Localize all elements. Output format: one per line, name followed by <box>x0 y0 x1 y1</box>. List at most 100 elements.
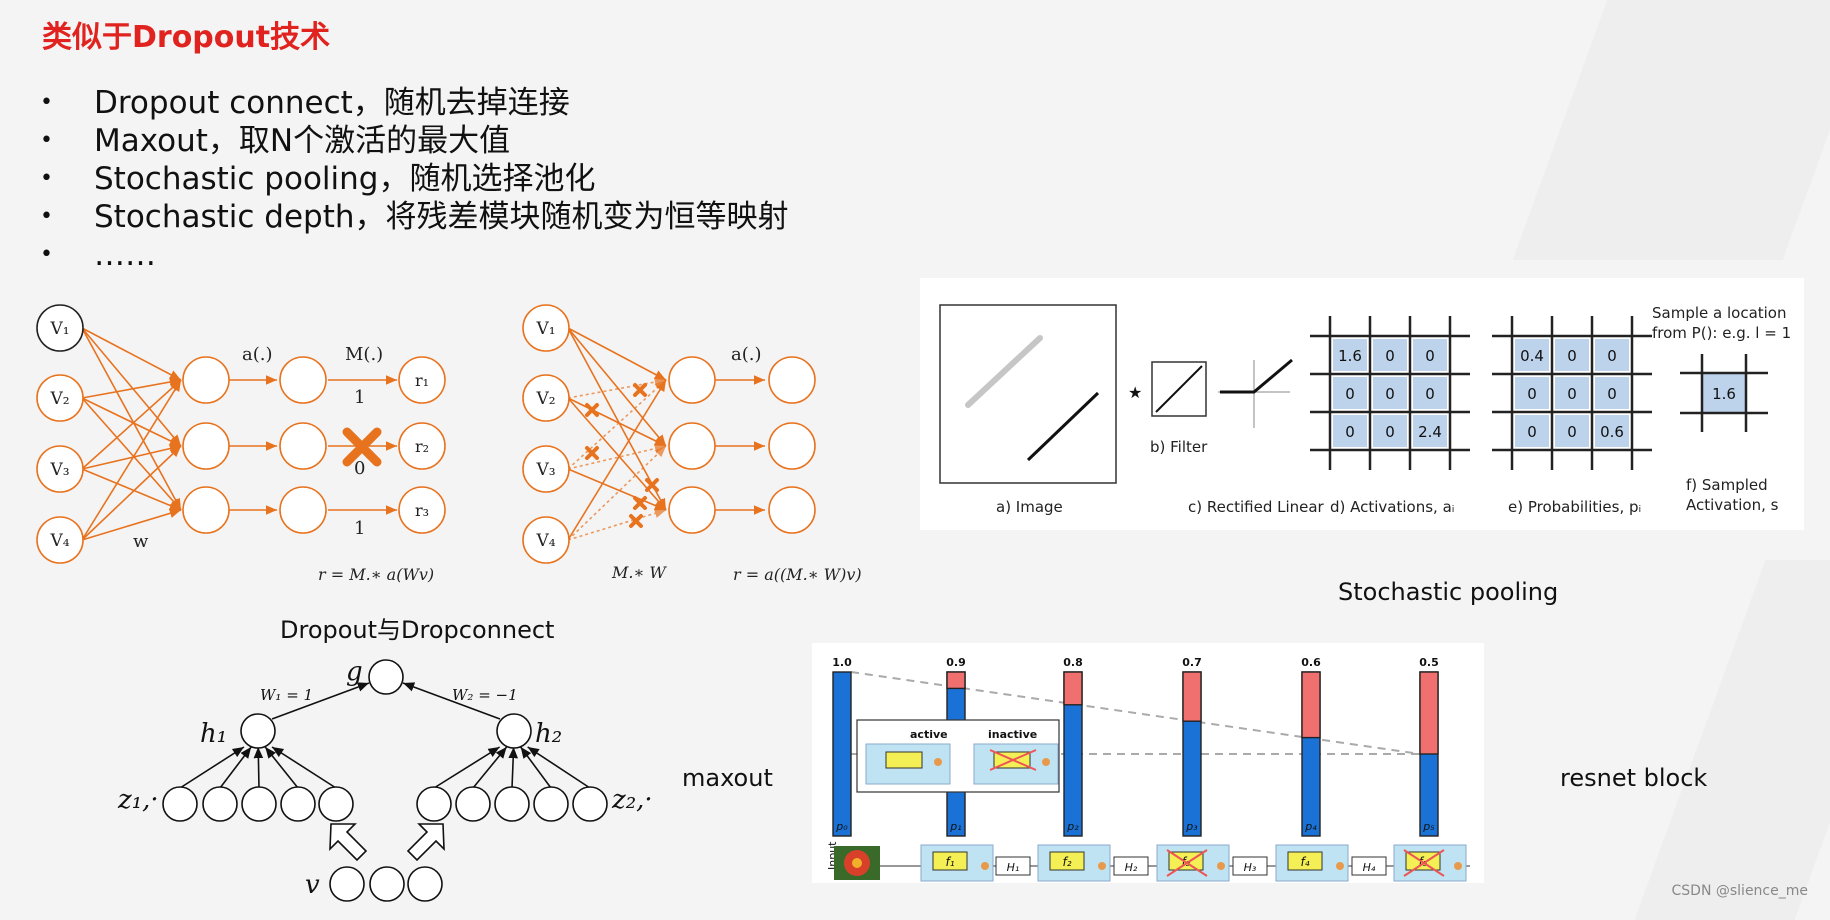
input-node <box>522 304 570 352</box>
drop-segment <box>1301 671 1321 739</box>
bullet-item: •Maxout，取N个激活的最大值 <box>40 123 511 159</box>
hidden-state-label: H₂ <box>1125 861 1138 874</box>
drop-cross-icon <box>1166 849 1208 877</box>
connection-line <box>81 397 182 511</box>
z-line <box>179 746 245 789</box>
grid-cell <box>1595 339 1629 371</box>
grid-value: 0 <box>1527 423 1537 441</box>
z-node <box>241 786 277 822</box>
connection-line <box>567 379 667 470</box>
survival-label: 0.5 <box>1419 656 1439 669</box>
survival-label: 0.7 <box>1182 656 1202 669</box>
g-label: g <box>346 657 363 687</box>
hidden-state-box <box>1351 856 1387 876</box>
grid-cell <box>1333 415 1367 447</box>
bullet-item: •Dropout connect，随机去掉连接 <box>40 85 570 121</box>
grid-value: 0 <box>1567 385 1577 403</box>
active-label: active <box>910 728 948 741</box>
input-node <box>522 516 570 564</box>
grid-value: 0 <box>1607 385 1617 403</box>
connection-line <box>567 397 667 511</box>
mask-value: 1 <box>354 387 365 408</box>
grid-value: 0 <box>1385 423 1395 441</box>
connection-line <box>567 377 667 399</box>
output-node-label: r₃ <box>415 501 429 520</box>
grid-cell <box>1555 377 1589 409</box>
weight-line <box>402 682 501 720</box>
input-node-label: V₃ <box>535 460 555 480</box>
function-label: f₄ <box>1300 855 1309 869</box>
resnet-caption: resnet block <box>1560 764 1708 792</box>
grid-value: 0 <box>1345 385 1355 403</box>
input-node-label: V₃ <box>49 460 69 480</box>
grid-value: 2.4 <box>1418 423 1442 441</box>
drop-segment <box>946 671 966 690</box>
grid-cell <box>1333 339 1367 371</box>
drop-segment <box>1063 671 1083 706</box>
connection-line <box>567 397 667 447</box>
bullet-list: •Dropout connect，随机去掉连接 •Maxout，取N个激活的最大… <box>40 84 789 274</box>
grid-cell <box>1373 377 1407 409</box>
sum-node <box>981 862 989 870</box>
grid-cell <box>1413 377 1447 409</box>
pooling-caption: Stochastic pooling <box>1338 578 1559 606</box>
watermark: CSDN @slience_me <box>1671 883 1809 899</box>
input-node <box>522 445 570 493</box>
z-node <box>494 786 530 822</box>
survival-label: 0.6 <box>1301 656 1321 669</box>
v-label: v <box>305 870 320 900</box>
sum-node <box>1217 862 1225 870</box>
maxout-caption: maxout <box>682 764 773 792</box>
mw-label: M.∗ W <box>611 563 667 582</box>
g-node <box>368 659 404 695</box>
grid-cell <box>1333 377 1367 409</box>
hidden-node <box>182 356 230 404</box>
grid-cell <box>1555 415 1589 447</box>
grid-cell <box>1373 415 1407 447</box>
activation-node <box>279 356 327 404</box>
connection-line <box>81 327 182 511</box>
input-node-label: V₄ <box>49 531 69 551</box>
function-box <box>932 851 968 871</box>
grid-cell <box>1595 415 1629 447</box>
h1-label: h₁ <box>200 719 227 749</box>
p-label: p₅ <box>1422 820 1434 833</box>
sampled-cell: 1.6 <box>1680 354 1768 432</box>
hidden-state-label: H₃ <box>1244 861 1257 874</box>
hidden-state-box <box>995 856 1031 876</box>
p-label: p₁ <box>949 820 961 833</box>
z-node <box>202 786 238 822</box>
dropout-caption: Dropout与Dropconnect <box>280 616 555 644</box>
p-label: p₃ <box>1185 820 1198 833</box>
p-label: p₄ <box>1304 820 1317 833</box>
sum-node <box>1454 862 1462 870</box>
input-node <box>36 374 84 422</box>
z-line <box>433 746 501 789</box>
connection-line <box>81 379 182 541</box>
v-node <box>329 866 365 902</box>
hidden-state-box <box>1113 856 1149 876</box>
stochastic-pooling-figure: a) Image ★ b) Filter c) Rectified Linear… <box>920 278 1804 530</box>
input-arrow-icon <box>329 823 445 862</box>
hidden-node <box>668 356 716 404</box>
survival-label: 0.8 <box>1063 656 1083 669</box>
grid-cell <box>1595 377 1629 409</box>
connection-line <box>81 468 182 511</box>
z2-label: z₂,· <box>611 785 653 815</box>
drop-cross-icon <box>633 383 647 397</box>
p-label: p₂ <box>1066 820 1079 833</box>
activations-label: d) Activations, aᵢ <box>1330 498 1454 516</box>
w1-label: W₁ = 1 <box>260 686 313 704</box>
function-label: f₂ <box>1062 855 1071 869</box>
input-node <box>522 374 570 422</box>
hidden-node <box>182 486 230 534</box>
activation-node <box>279 422 327 470</box>
bullet-item: •Stochastic pooling，随机选择池化 <box>40 161 596 197</box>
z-line <box>264 746 299 789</box>
h1-node <box>240 713 276 749</box>
filter-diagonal <box>1155 365 1203 413</box>
v-node <box>369 866 405 902</box>
